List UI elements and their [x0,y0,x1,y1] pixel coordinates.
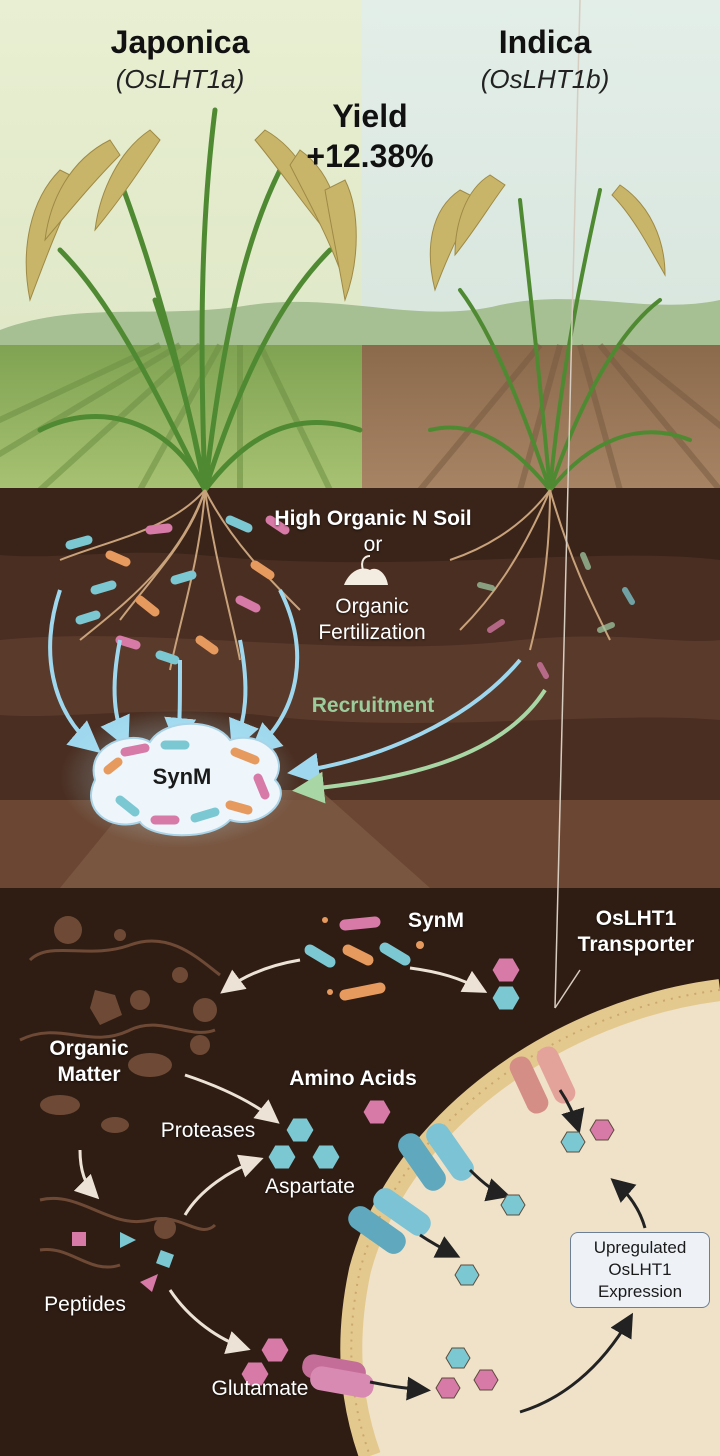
upregulated-line3: Expression [597,1282,683,1301]
transporter-label-line2: Transporter [577,933,695,956]
amino-acids-label: Amino Acids [289,1067,417,1090]
soil-label-line4: Fertilization [318,621,426,644]
yield-label: Yield [332,98,408,134]
glutamate-label: Glutamate [211,1377,309,1400]
transporter-label-line1: OsLHT1 [595,907,677,930]
yield-value: +12.38% [306,138,434,174]
soil-label-line3: Organic [335,595,409,618]
aspartate-label: Aspartate [265,1175,355,1198]
organic-matter-line2: Matter [57,1063,121,1086]
recruitment-label: Recruitment [311,694,435,717]
japonica-title: Japonica [110,24,250,60]
proteases-label: Proteases [160,1119,256,1142]
upregulated-line2: OsLHT1 [608,1260,672,1279]
japonica-subtitle: (OsLHT1a) [115,64,245,94]
synm-label: SynM [407,909,465,932]
organic-matter-line1: Organic [49,1037,129,1060]
indica-subtitle: (OsLHT1b) [480,64,610,94]
soil-label-line1: High Organic N Soil [274,507,472,530]
peptides-label: Peptides [44,1293,126,1316]
soil-label-line2: or [363,533,383,556]
upregulated-expression-box: Upregulated OsLHT1 Expression [570,1232,710,1308]
upregulated-line1: Upregulated [593,1238,687,1257]
indica-title: Indica [498,24,592,60]
synm-cloud-label: SynM [152,764,212,789]
